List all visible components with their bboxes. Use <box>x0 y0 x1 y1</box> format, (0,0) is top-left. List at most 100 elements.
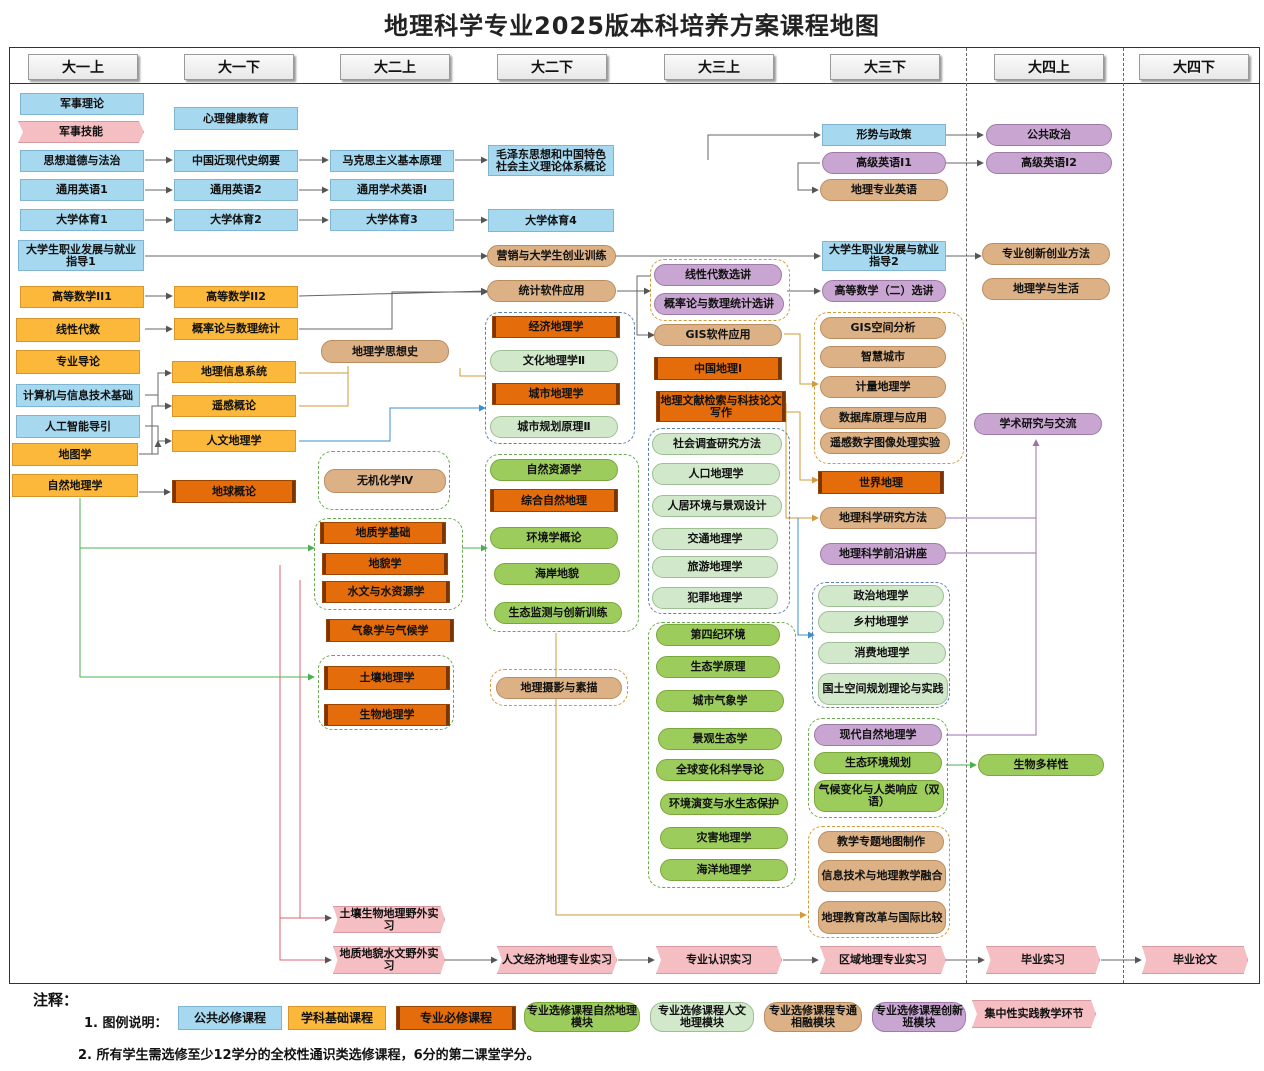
page-title: 地理科学专业2025版本科培养方案课程地图 <box>384 12 880 40</box>
header-divider <box>10 83 1259 84</box>
course-eco-planning: 生态环境规划 <box>814 752 942 774</box>
course-political-geography: 政治地理学 <box>818 585 944 607</box>
semester-header-7: 大四上 <box>994 54 1104 80</box>
course-physical-geography: 自然地理学 <box>12 474 138 497</box>
course-graduation-internship: 毕业实习 <box>986 946 1100 974</box>
legend-discipline-basic: 学科基础课程 <box>288 1006 386 1030</box>
group-human-geo <box>485 312 635 444</box>
course-rs-image-lab: 遥感数字图像处理实验 <box>820 432 950 454</box>
course-quantitative-geography: 计量地理学 <box>820 376 946 398</box>
course-advanced-english-2: 高级英语I2 <box>986 152 1112 174</box>
course-gis-software: GIS软件应用 <box>654 324 782 346</box>
semester-header-8: 大四下 <box>1139 54 1249 80</box>
course-thesis: 毕业论文 <box>1142 946 1248 974</box>
course-literature-writing: 地理文献检索与科技论文写作 <box>656 391 786 422</box>
course-modern-history: 中国近现代史纲要 <box>174 150 298 172</box>
course-mao-thought: 毛泽东思想和中国特色社会主义理论体系概论 <box>488 145 614 176</box>
group-eco-electives <box>648 622 796 888</box>
legend-natural-module: 专业选修课程自然地理模块 <box>524 1002 640 1032</box>
course-earth-intro: 地球概论 <box>172 480 296 503</box>
course-probability-elective: 概率论与数理统计选讲 <box>654 293 784 315</box>
course-meteorology: 气象学与气候学 <box>326 619 454 642</box>
course-regional-internship: 区域地理专业实习 <box>820 946 946 974</box>
course-biogeography: 生物地理学 <box>324 704 450 726</box>
semester-header-3: 大二上 <box>340 54 450 80</box>
course-geo-education-reform: 地理教育改革与国际比较 <box>818 901 946 934</box>
course-social-survey: 社会调查研究方法 <box>652 433 782 455</box>
group-chem <box>318 451 450 510</box>
course-human-econ-internship: 人文经济地理专业实习 <box>497 946 617 974</box>
course-advanced-math-elective: 高等数学（二）选讲 <box>822 280 946 302</box>
course-human-geography: 人文地理学 <box>172 430 296 452</box>
course-frontier-lectures: 地理科学前沿讲座 <box>820 543 946 565</box>
course-transport-geography: 交通地理学 <box>652 528 778 550</box>
course-cultural-geography: 文化地理学Ⅱ <box>490 350 618 372</box>
course-hazard-geography: 灾害地理学 <box>660 827 788 849</box>
course-military-theory: 军事理论 <box>20 93 144 115</box>
course-hydrology: 水文与水资源学 <box>322 581 450 603</box>
course-smart-city: 智慧城市 <box>820 346 946 368</box>
course-math-2: 高等数学II2 <box>174 286 298 308</box>
course-urban-geography: 城市地理学 <box>492 383 620 405</box>
course-quaternary-env: 第四纪环境 <box>656 624 780 646</box>
course-military-skills: 军事技能 <box>18 121 144 143</box>
semester-header-6: 大三下 <box>830 54 940 80</box>
legend-label: 1. 图例说明： <box>84 1016 168 1031</box>
course-gis-analysis: GIS空间分析 <box>820 317 946 339</box>
course-marxism: 马克思主义基本原理 <box>330 150 454 172</box>
semester-header-1: 大一上 <box>28 54 138 80</box>
course-advanced-english-1: 高级英语I1 <box>822 152 946 174</box>
course-mental-health: 心理健康教育 <box>174 107 298 130</box>
semester-header-4: 大二下 <box>497 54 607 80</box>
course-pe-4: 大学体育4 <box>488 209 614 232</box>
course-soil-geography: 土壤地理学 <box>324 666 450 690</box>
course-climate-change: 气候变化与人类响应（双语） <box>814 780 944 812</box>
course-academic-english: 通用学术英语I <box>330 179 454 201</box>
course-coastal-geomorphology: 海岸地貌 <box>494 563 620 585</box>
course-career-2: 大学生职业发展与就业指导2 <box>822 241 946 271</box>
course-intro-major: 专业导论 <box>16 350 140 374</box>
course-integrated-physical-geo: 综合自然地理 <box>490 489 618 512</box>
course-ecology: 生态学原理 <box>656 656 780 678</box>
diagram-frame <box>9 47 1260 984</box>
course-crime-geography: 犯罪地理学 <box>652 587 778 609</box>
course-gis: 地理信息系统 <box>172 361 296 383</box>
course-china-geography: 中国地理Ⅰ <box>654 357 782 380</box>
course-ai-intro: 人工智能导引 <box>16 415 140 438</box>
course-geo-thought-history: 地理学思想史 <box>321 340 449 363</box>
course-natural-resources: 自然资源学 <box>490 459 618 481</box>
group-gis-electives <box>814 312 964 464</box>
course-ocean-geography: 海洋地理学 <box>660 859 788 881</box>
course-statistics-software: 统计软件应用 <box>487 280 616 302</box>
note-general-electives: 2. 所有学生需选修至少12学分的全校性通识类选修课程，6分的第二课堂学分。 <box>78 1048 540 1063</box>
course-biodiversity: 生物多样性 <box>978 754 1104 776</box>
course-morality-law: 思想道德与法治 <box>20 150 144 172</box>
course-geo-photography: 地理摄影与素描 <box>496 677 622 699</box>
course-consumption-geography: 消费地理学 <box>818 642 946 664</box>
course-inorganic-chem: 无机化学Ⅳ <box>324 469 446 493</box>
course-geology-fieldwork: 地质地貌水文野外实习 <box>333 946 445 974</box>
course-professional-cognition: 专业认识实习 <box>656 946 782 974</box>
course-it-teaching: 信息技术与地理教学融合 <box>818 860 946 892</box>
semester-header-5: 大三上 <box>664 54 774 80</box>
course-public-politics: 公共政治 <box>986 124 1112 146</box>
notes-label: 注释： <box>33 991 79 1009</box>
course-global-change: 全球变化科学导论 <box>656 759 784 781</box>
course-env-evolution: 环境演变与水生态保护 <box>660 793 788 815</box>
course-urban-meteorology: 城市气象学 <box>656 690 784 712</box>
course-pe-2: 大学体育2 <box>174 209 298 231</box>
course-pe-3: 大学体育3 <box>330 209 454 231</box>
group-soil <box>318 655 454 730</box>
course-geo-english: 地理专业英语 <box>820 179 948 201</box>
group-geology <box>314 518 463 610</box>
legend-normal-module: 专业选修课程专通相融模块 <box>764 1002 862 1032</box>
course-linear-algebra-elective: 线性代数选讲 <box>654 264 782 286</box>
course-habitat-landscape: 人居环境与景观设计 <box>652 495 782 517</box>
group-teaching-electives <box>808 826 950 938</box>
course-pe-1: 大学体育1 <box>20 209 144 231</box>
course-geology: 地质学基础 <box>320 522 446 544</box>
course-research-methods: 地理科学研究方法 <box>820 507 946 529</box>
course-urban-planning: 城市规划原理Ⅱ <box>490 416 618 438</box>
group-math-electives <box>650 259 790 321</box>
